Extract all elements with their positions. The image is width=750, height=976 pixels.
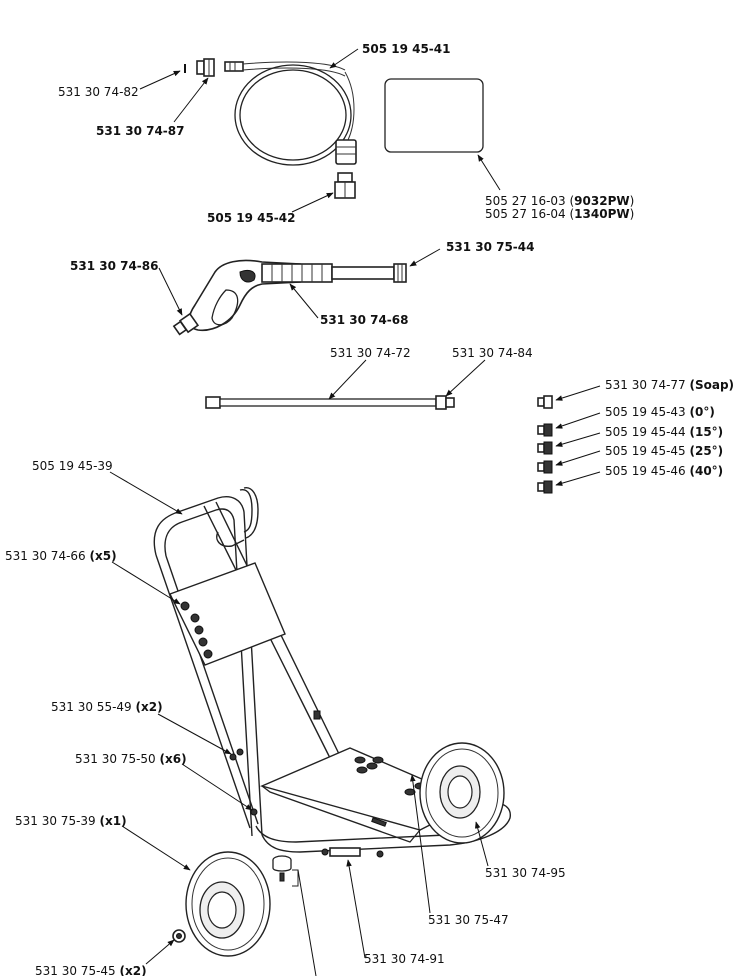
leader-c22 [410,774,431,914]
nozzle-tips [537,395,553,494]
nozzle-25 [537,460,553,474]
callout-531-30-74-82: 531 30 74-82 [58,85,139,99]
leader-c10 [445,359,486,397]
nozzle-soap [537,395,553,409]
leader-c15 [555,471,601,486]
leader-c19 [181,763,253,811]
wheel-front-part [185,851,271,957]
leader-c09 [328,359,367,400]
leader-c03 [329,48,359,69]
wheel-rear-part [419,742,505,844]
leader-c24 [145,939,175,965]
callout-531-30-74-66: 531 30 74-66 (x5) [5,549,117,563]
callout-505-19-45-39: 505 19 45-39 [32,459,113,473]
callout-531-30-74-68: 531 30 74-68 [320,313,408,327]
callout-531-30-75-45: 531 30 75-45 (x2) [35,964,147,976]
callout-labels: 531 30 74-82 531 30 74-87 505 19 45-41 5… [5,42,734,976]
leader-c12 [555,412,601,429]
hub-cap-part [172,929,186,943]
nozzle-0 [537,423,553,437]
leader-c17 [111,561,181,605]
leader-c16 [109,471,183,515]
callout-531-30-74-72: 531 30 74-72 [330,346,411,360]
callout-531-30-74-91: 531 30 74-91 [364,952,445,966]
callout-531-30-74-84: 531 30 74-84 [452,346,533,360]
callout-531-30-75-39: 531 30 75-39 (x1) [15,814,127,828]
leader-c21 [474,821,489,867]
wand-part [205,395,455,410]
callout-505-19-45-42: 505 19 45-42 [207,211,295,225]
leader-c07 [158,267,183,316]
callout-531-30-74-87: 531 30 74-87 [96,124,184,138]
leader-c14 [555,450,601,466]
callout-531-30-75-47: 531 30 75-47 [428,913,509,927]
callout-505-19-45-45: 505 19 45-45 (25°) [605,444,723,458]
leader-c18 [157,713,232,755]
leader-c23 [346,859,366,959]
leader-foot [297,869,317,976]
callout-505-19-45-46: 505 19 45-46 (40°) [605,464,723,478]
leader-c13 [555,432,601,447]
leader-c04 [291,192,334,213]
callout-531-30-75-44: 531 30 75-44 [446,240,534,254]
callout-505-19-45-44: 505 19 45-44 (15°) [605,425,723,439]
callout-531-30-74-77: 531 30 74-77 (Soap) [605,378,734,392]
callout-505-27-16-03: 505 27 16-03 (9032PW) [485,194,634,208]
hose-fitting-part [334,172,356,199]
callout-531-30-74-95: 531 30 74-95 [485,866,566,880]
nozzle-40 [537,480,553,494]
nozzle-15 [537,441,553,455]
leader-c06 [409,248,441,267]
foot-part [272,855,299,887]
hose-part [224,61,357,166]
leader-c01 [139,70,181,90]
manual-card-part [384,78,484,153]
leader-c11 [555,385,601,401]
callout-531-30-74-86: 531 30 74-86 [70,259,158,273]
callout-531-30-55-49: 531 30 55-49 (x2) [51,700,163,714]
leader-c02 [173,77,209,123]
callout-531-30-75-50: 531 30 75-50 (x6) [75,752,187,766]
spray-gun-part [172,259,407,336]
leader-c20 [121,825,191,871]
coupler-part [196,58,215,77]
callout-505-19-45-41: 505 19 45-41 [362,42,450,56]
leader-c05 [477,154,501,191]
callout-505-27-16-04: 505 27 16-04 (1340PW) [485,207,634,221]
callout-505-19-45-43: 505 19 45-43 (0°) [605,405,715,419]
leader-c08 [289,283,319,319]
leader-lines [109,48,601,976]
